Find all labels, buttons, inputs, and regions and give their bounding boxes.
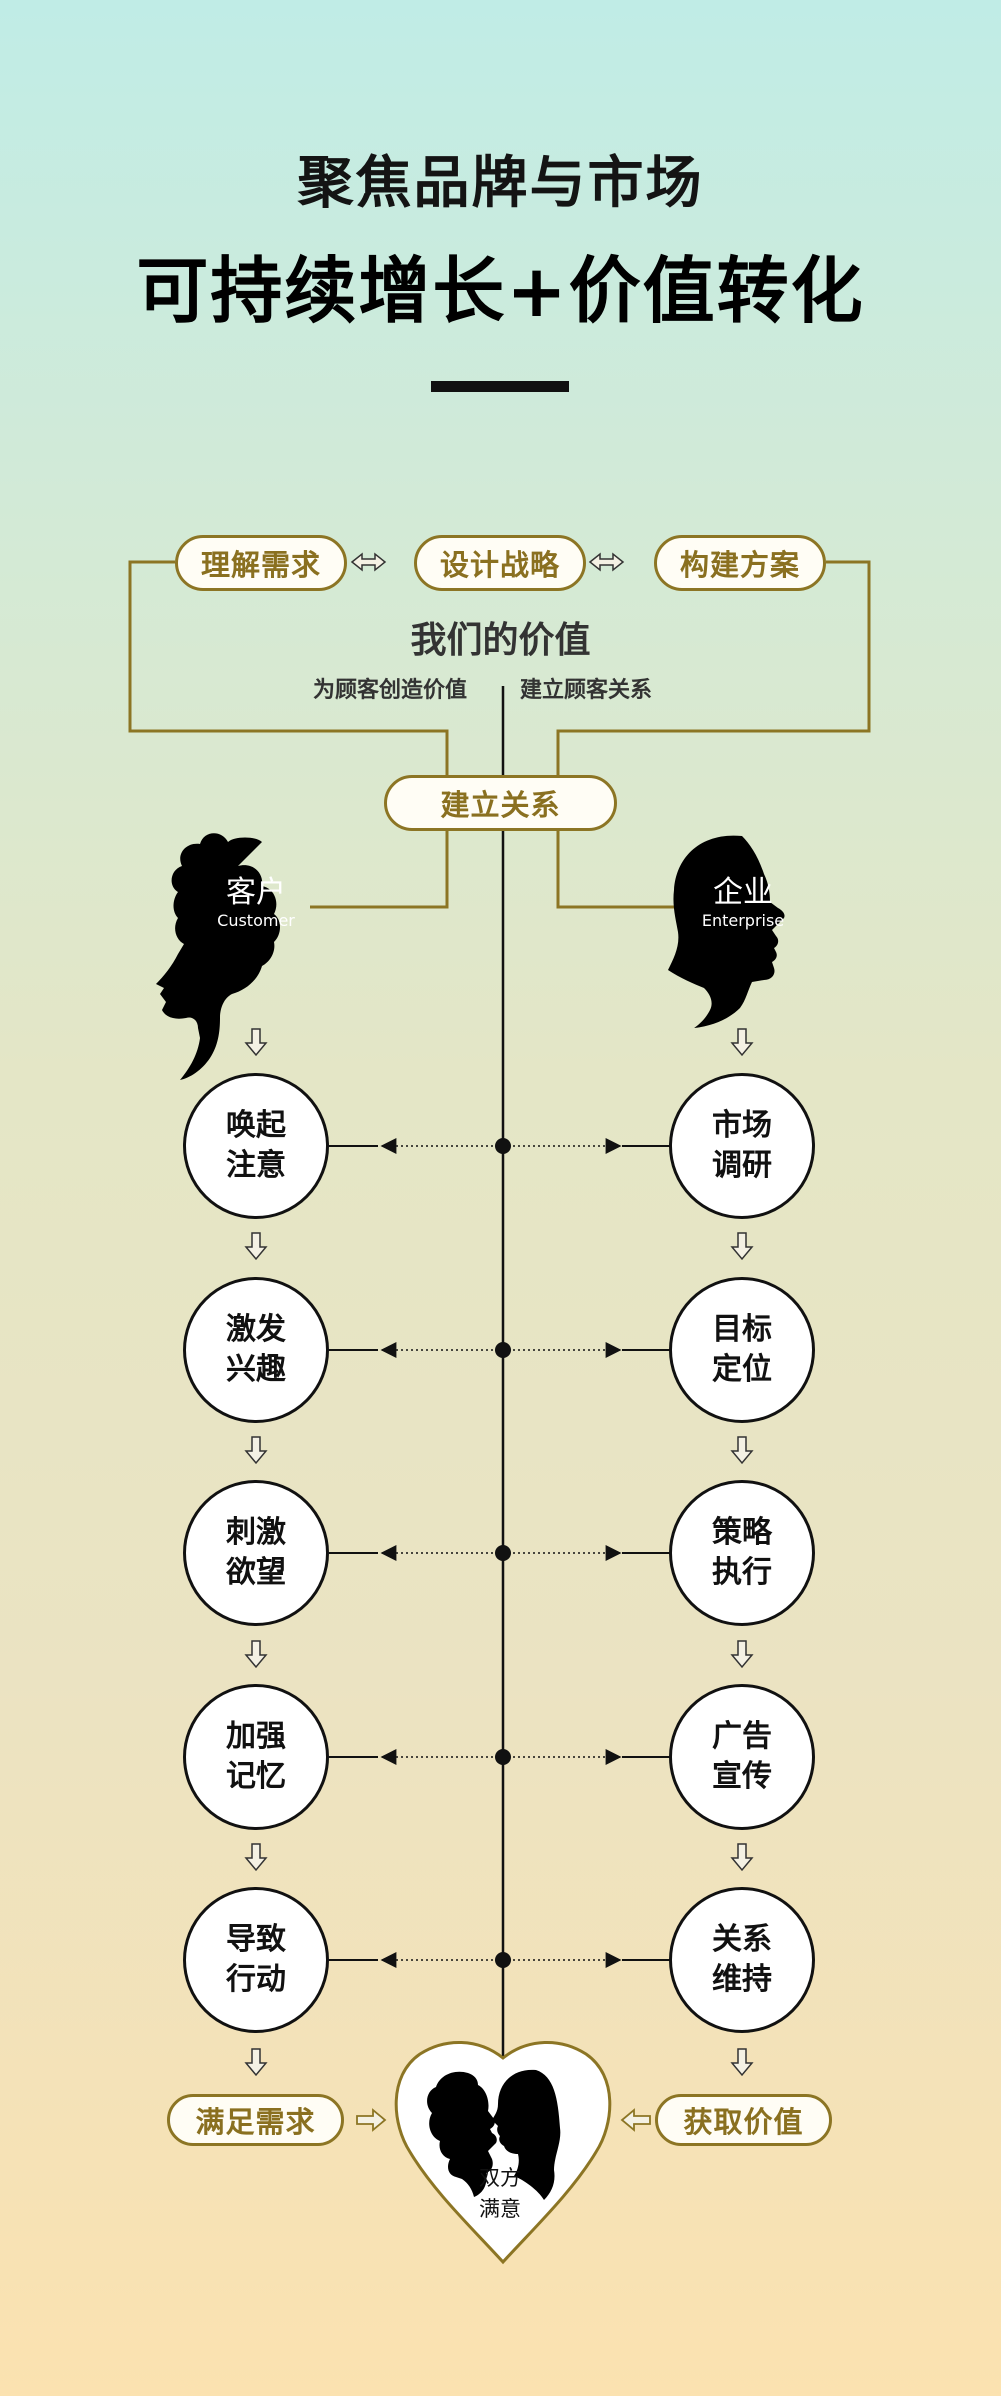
down-arrow-icon xyxy=(244,1640,268,1669)
enterprise-step-circle: 广告宣传 xyxy=(669,1684,815,1830)
connector-group xyxy=(329,1138,672,1968)
center-node-dot xyxy=(495,1138,511,1154)
down-arrow-icon xyxy=(730,1843,754,1872)
value-right-subtitle: 建立顾客关系 xyxy=(520,678,653,703)
heart-label: 双方 满意 xyxy=(440,2163,560,2225)
step-line: 刺激 xyxy=(226,1515,286,1550)
pill-meet-needs: 满足需求 xyxy=(167,2094,344,2146)
customer-silhouette xyxy=(156,833,280,1080)
step-line: 目标 xyxy=(712,1312,772,1347)
enterprise-step-circle: 关系维持 xyxy=(669,1887,815,2033)
pill-design-strategy: 设计战略 xyxy=(414,535,586,591)
customer-step-circle: 唤起注意 xyxy=(183,1073,329,1219)
step-line: 执行 xyxy=(712,1555,772,1590)
customer-step-circle: 激发兴趣 xyxy=(183,1277,329,1423)
customer-label: 客户 Customer xyxy=(196,875,316,931)
down-arrow-icon xyxy=(244,1436,268,1465)
step-line: 加强 xyxy=(226,1719,286,1754)
framework-lines xyxy=(128,560,871,909)
value-left-subtitle: 为顾客创造价值 xyxy=(313,678,468,703)
pill-build-relationship: 建立关系 xyxy=(384,775,617,831)
enterprise-step-circle: 策略执行 xyxy=(669,1480,815,1626)
step-line: 注意 xyxy=(226,1148,286,1183)
side-arrow-icons xyxy=(356,2108,651,2132)
customer-step-circle: 加强记忆 xyxy=(183,1684,329,1830)
step-line: 关系 xyxy=(712,1922,772,1957)
title-divider xyxy=(431,381,569,392)
enterprise-label-en: Enterprise xyxy=(701,911,785,930)
enterprise-label-zh: 企业 xyxy=(713,875,773,910)
heart-shape xyxy=(394,2041,612,2265)
step-line: 欲望 xyxy=(226,1555,286,1590)
center-node-dot xyxy=(495,1342,511,1358)
customer-step-circle: 导致行动 xyxy=(183,1887,329,2033)
step-line: 激发 xyxy=(226,1312,286,1347)
down-arrow-icon xyxy=(730,1232,754,1261)
down-arrow-icon xyxy=(730,1436,754,1465)
enterprise-step-circle: 市场调研 xyxy=(669,1073,815,1219)
down-arrow-icon xyxy=(244,2048,268,2077)
down-arrow-icon xyxy=(244,1843,268,1872)
step-line: 宣传 xyxy=(712,1759,772,1794)
down-arrow-group xyxy=(244,1028,754,2077)
center-node-dot xyxy=(495,1952,511,1968)
down-arrow-icon xyxy=(730,1640,754,1669)
page-title: 聚焦品牌与市场 xyxy=(297,151,704,216)
pill-gain-value: 获取价值 xyxy=(655,2094,832,2146)
step-line: 策略 xyxy=(712,1515,772,1550)
center-node-dot xyxy=(495,1545,511,1561)
page-subtitle: 可持续增长+价值转化 xyxy=(136,249,865,333)
pill-understand-needs: 理解需求 xyxy=(175,535,347,591)
step-line: 导致 xyxy=(226,1922,286,1957)
double-arrow-icon xyxy=(588,552,625,572)
customer-label-zh: 客户 xyxy=(226,875,286,910)
step-line: 记忆 xyxy=(226,1759,286,1794)
customer-label-en: Customer xyxy=(217,911,295,930)
step-line: 市场 xyxy=(712,1108,772,1143)
double-arrow-icon xyxy=(350,552,387,572)
value-title: 我们的价值 xyxy=(410,620,591,661)
step-line: 维持 xyxy=(712,1962,772,1997)
customer-step-circle: 刺激欲望 xyxy=(183,1480,329,1626)
down-arrow-icon xyxy=(730,2048,754,2077)
left-arrow-icon xyxy=(620,2108,651,2132)
heart-label-line2: 满意 xyxy=(479,2197,521,2221)
enterprise-label: 企业 Enterprise xyxy=(683,875,803,931)
pill-build-solution: 构建方案 xyxy=(654,535,826,591)
step-line: 定位 xyxy=(712,1352,772,1387)
step-line: 行动 xyxy=(226,1962,286,1997)
step-line: 调研 xyxy=(712,1148,772,1183)
down-arrow-icon xyxy=(730,1028,754,1057)
right-arrow-icon xyxy=(356,2108,387,2132)
enterprise-step-circle: 目标定位 xyxy=(669,1277,815,1423)
heart-label-line1: 双方 xyxy=(479,2166,521,2190)
couple-silhouette xyxy=(427,2069,561,2200)
step-line: 兴趣 xyxy=(226,1352,286,1387)
enterprise-silhouette xyxy=(668,835,785,1028)
center-node-dot xyxy=(495,1749,511,1765)
step-line: 唤起 xyxy=(226,1108,286,1143)
down-arrow-icon xyxy=(244,1028,268,1057)
double-arrow-icons xyxy=(350,552,625,572)
step-line: 广告 xyxy=(712,1719,772,1754)
down-arrow-icon xyxy=(244,1232,268,1261)
